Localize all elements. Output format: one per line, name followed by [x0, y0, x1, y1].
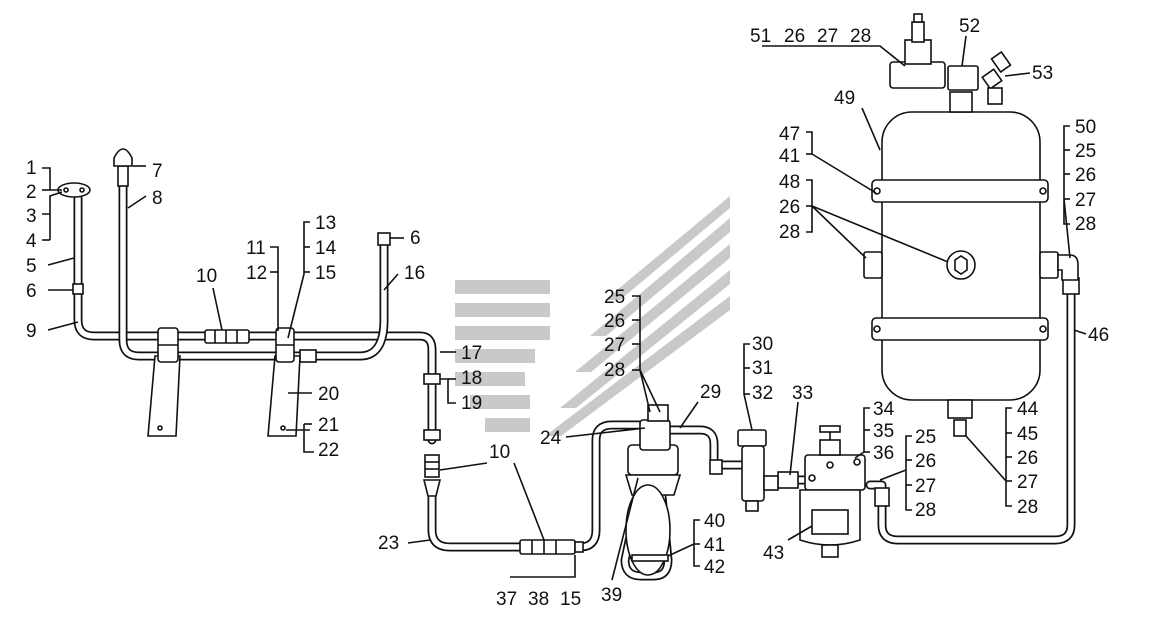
label-26d: 26: [779, 197, 800, 218]
label-30: 30: [752, 334, 773, 355]
mounting-plate: [57, 182, 91, 198]
label-44: 44: [1017, 399, 1039, 420]
label-38: 38: [528, 589, 549, 610]
label-8: 8: [152, 188, 163, 209]
label-25b: 25: [915, 427, 936, 448]
watermark-logo: [455, 196, 730, 436]
label-28f: 28: [850, 26, 871, 47]
label-28e: 28: [1075, 214, 1096, 235]
label-22: 22: [318, 440, 339, 461]
label-34: 34: [873, 399, 895, 420]
tank-outlet-elbow: [1057, 254, 1079, 281]
label-48: 48: [779, 172, 800, 193]
label-31: 31: [752, 358, 773, 379]
label-35: 35: [873, 421, 894, 442]
label-14: 14: [315, 238, 337, 259]
label-26b: 26: [915, 451, 936, 472]
label-27c: 27: [1017, 472, 1038, 493]
label-21: 21: [318, 415, 339, 436]
check-valve: [737, 429, 779, 512]
label-32: 32: [752, 383, 773, 404]
label-40: 40: [704, 511, 725, 532]
pressure-regulator-valve: [624, 404, 682, 576]
label-53: 53: [1032, 63, 1053, 84]
part-number-labels: 1 2 3 4 5 6 9 7 8 10 11 12 13 14 15 6 16…: [26, 16, 1109, 610]
label-42: 42: [704, 557, 725, 578]
label-45: 45: [1017, 424, 1038, 445]
label-6b: 6: [410, 228, 421, 249]
label-17: 17: [461, 343, 482, 364]
label-26e: 26: [1075, 165, 1096, 186]
label-15b: 15: [560, 589, 581, 610]
label-25: 25: [604, 287, 625, 308]
label-18: 18: [461, 368, 482, 389]
label-47: 47: [779, 124, 800, 145]
label-37: 37: [496, 589, 517, 610]
label-25c: 25: [1075, 141, 1096, 162]
label-1: 1: [26, 158, 37, 179]
label-27b: 27: [915, 476, 936, 497]
label-39: 39: [601, 585, 622, 606]
pipe-fittings: [72, 165, 1080, 555]
label-7: 7: [152, 161, 163, 182]
pipe-lines: [73, 175, 1076, 581]
label-26c: 26: [1017, 448, 1038, 469]
label-2: 2: [26, 182, 37, 203]
label-12: 12: [246, 263, 267, 284]
label-52: 52: [959, 16, 980, 37]
label-11: 11: [246, 238, 266, 259]
label-4: 4: [26, 231, 37, 252]
label-28: 28: [604, 360, 625, 381]
label-36: 36: [873, 443, 894, 464]
label-23: 23: [378, 533, 399, 554]
label-6: 6: [26, 281, 37, 302]
label-26: 26: [604, 311, 625, 332]
label-41: 41: [704, 535, 725, 556]
label-27e: 27: [1075, 190, 1096, 211]
label-28b: 28: [915, 500, 936, 521]
pipe-support-brackets: [147, 327, 301, 437]
label-10: 10: [196, 266, 217, 287]
label-27: 27: [604, 335, 625, 356]
moisture-separator-filter: [799, 425, 866, 558]
label-28d: 28: [779, 222, 800, 243]
label-16: 16: [404, 263, 425, 284]
label-28c: 28: [1017, 497, 1038, 518]
label-5: 5: [26, 256, 37, 277]
dome-cap: [113, 148, 133, 167]
label-13: 13: [315, 213, 336, 234]
label-19: 19: [461, 393, 482, 414]
label-41b: 41: [779, 146, 800, 167]
label-49: 49: [834, 88, 855, 109]
label-50: 50: [1075, 117, 1096, 138]
label-51: 51: [750, 26, 771, 47]
label-10b: 10: [489, 442, 510, 463]
label-46: 46: [1088, 325, 1109, 346]
label-3: 3: [26, 206, 37, 227]
air-receiver-tank: [863, 91, 1059, 437]
label-9: 9: [26, 321, 37, 342]
label-26f: 26: [784, 26, 805, 47]
label-29: 29: [700, 382, 721, 403]
leader-lines: [42, 35, 1087, 581]
label-20: 20: [318, 384, 339, 405]
label-15: 15: [315, 263, 336, 284]
label-43: 43: [763, 543, 784, 564]
label-24: 24: [540, 428, 562, 449]
label-33: 33: [792, 383, 813, 404]
tank-top-valves: [889, 13, 1012, 105]
label-27f: 27: [817, 26, 838, 47]
